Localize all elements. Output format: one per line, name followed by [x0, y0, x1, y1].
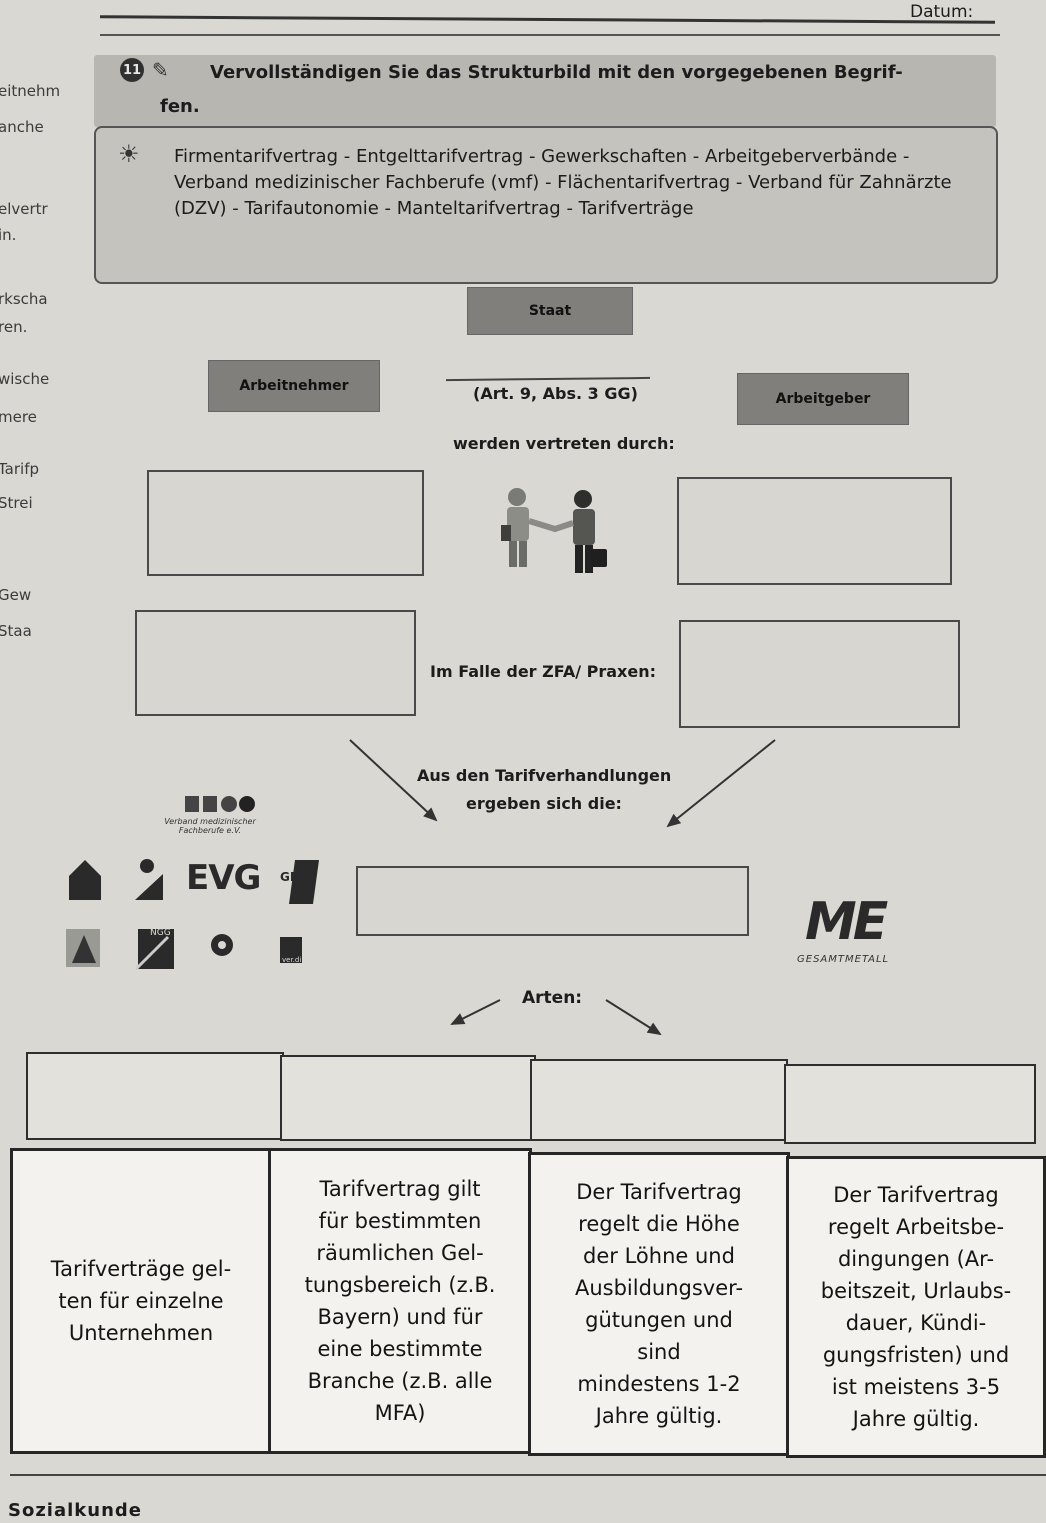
vmf-caption: Verband medizinischer Fachberufe e.V.: [164, 817, 256, 835]
answer-box-zfa-employer[interactable]: [679, 620, 960, 728]
vmf-logo: [185, 796, 255, 812]
task-instruction-line2: fen.: [160, 96, 200, 117]
margin-snippet: Tarifp: [0, 460, 40, 478]
lightbulb-icon: ☀: [118, 140, 140, 168]
arten-label: Arten:: [522, 988, 583, 1008]
margin-snippet: Staa: [0, 622, 32, 640]
margin-snippet: rkscha: [0, 290, 48, 308]
margin-snippet: mere: [0, 408, 37, 426]
type-description-2: Tarifvertrag gilt für bestimmten räumlic…: [268, 1148, 532, 1454]
handshake-illustration: [501, 488, 607, 573]
type-description-text: Der Tarifvertrag regelt Arbeitsbe- dingu…: [820, 1183, 1012, 1431]
margin-snippet: in.: [0, 226, 17, 244]
task-number: 11: [120, 58, 144, 82]
represented-by-label: werden vertreten durch:: [453, 434, 675, 453]
article-label: (Art. 9, Abs. 3 GG): [473, 384, 638, 403]
margin-snippet: ren.: [0, 318, 28, 336]
answer-box-type-1[interactable]: [26, 1052, 284, 1140]
footer-subject: Sozialkunde: [8, 1500, 142, 1521]
evg-logo: EVG: [186, 858, 261, 898]
negotiations-label: Aus den Tarifverhandlungen: [417, 766, 672, 785]
margin-snippet: Strei: [0, 494, 33, 512]
margin-snippet: eitnehm: [0, 82, 61, 100]
arbeitnehmer-box: Arbeitnehmer: [208, 360, 380, 412]
type-description-text: Tarifvertrag gilt für bestimmten räumlic…: [304, 1177, 496, 1425]
zfa-label: Im Falle der ZFA/ Praxen:: [430, 662, 657, 681]
type-description-4: Der Tarifvertrag regelt Arbeitsbe- dingu…: [786, 1156, 1046, 1458]
ngg-logo: NGG: [150, 928, 171, 938]
type-description-3: Der Tarifvertrag regelt die Höhe der Löh…: [528, 1152, 790, 1456]
type-description-text: Der Tarifvertrag regelt die Höhe der Löh…: [574, 1180, 744, 1428]
task-instruction-box: [94, 55, 996, 127]
type-description-text: Tarifverträge gel- ten für einzelne Unte…: [50, 1257, 232, 1345]
terms-box: [94, 126, 998, 284]
arbeitgeber-box: Arbeitgeber: [737, 373, 909, 425]
staat-box: Staat: [467, 287, 633, 335]
task-instruction-line1: Vervollständigen Sie das Strukturbild mi…: [210, 62, 903, 83]
margin-snippet: wische: [0, 370, 50, 388]
margin-snippet: Gew: [0, 586, 32, 604]
margin-snippet: anche: [0, 118, 44, 136]
answer-box-type-4[interactable]: [784, 1064, 1036, 1144]
margin-snippet: elvertr: [0, 200, 48, 218]
date-line: [100, 34, 1000, 36]
top-rule: [99, 15, 996, 24]
date-label: Datum:: [910, 2, 974, 22]
union-logos-row1: [69, 859, 319, 904]
gesamtmetall-logo: ME: [805, 892, 888, 952]
result-label: ergeben sich die:: [466, 794, 622, 813]
gesamtmetall-caption: GESAMTMETALL: [797, 954, 890, 965]
terms-list: Firmentarifvertrag - Entgelttarifvertrag…: [174, 146, 952, 219]
answer-box-zfa-employee[interactable]: [135, 610, 416, 716]
answer-box-employer-representation[interactable]: [677, 477, 952, 585]
answer-box-tarifvertraege[interactable]: [356, 866, 749, 936]
verdi-logo: ver.di: [282, 956, 302, 964]
answer-box-type-3[interactable]: [530, 1059, 788, 1141]
union-logos-row2: [66, 929, 302, 971]
bottom-rule: [10, 1474, 1046, 1476]
gew-logo: GEW: [280, 870, 312, 884]
answer-box-type-2[interactable]: [280, 1055, 536, 1141]
type-description-1: Tarifverträge gel- ten für einzelne Unte…: [10, 1148, 272, 1454]
answer-line-tarifautonomie[interactable]: [445, 376, 651, 382]
pencil-icon: ✎: [152, 58, 169, 82]
answer-box-employee-representation[interactable]: [147, 470, 424, 576]
